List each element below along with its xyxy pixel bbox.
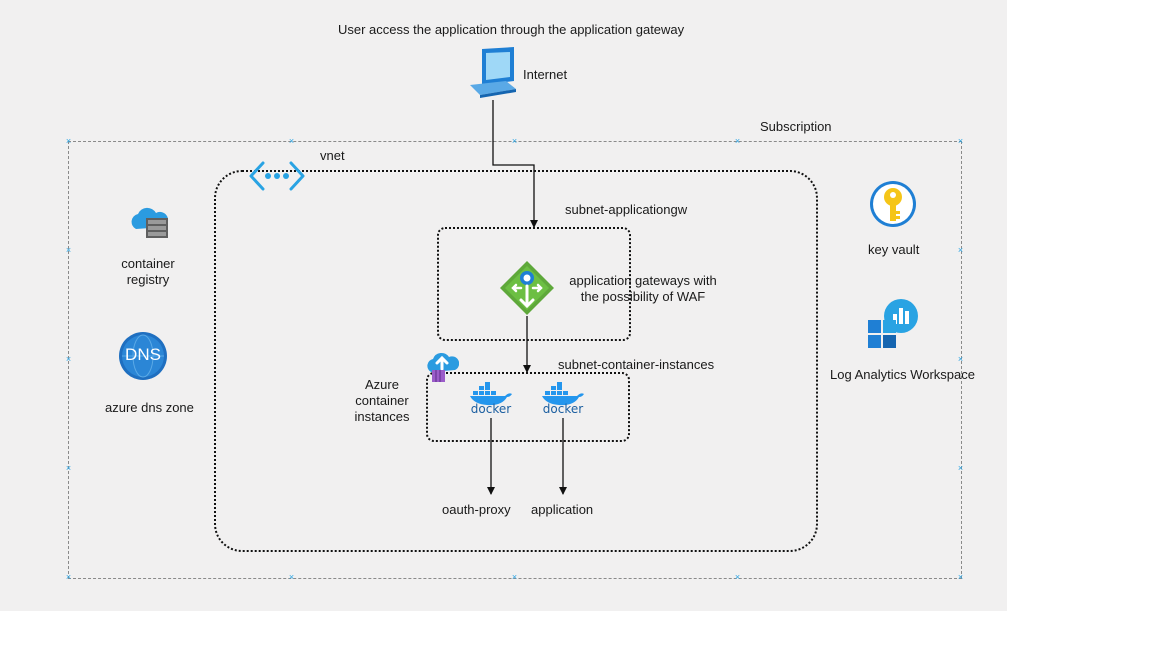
subnet-container-instances-label: subnet-container-instances: [558, 357, 715, 372]
key-vault-label: key vault: [868, 242, 920, 257]
selection-handle[interactable]: ×: [65, 463, 72, 473]
selection-handle[interactable]: ×: [288, 572, 295, 582]
vnet-icon: [249, 161, 305, 191]
vnet-boundary[interactable]: [214, 170, 818, 552]
selection-handle[interactable]: ×: [511, 136, 518, 146]
container-instances-icon[interactable]: [425, 350, 459, 384]
connectors: [487, 100, 567, 495]
selection-handle[interactable]: ×: [65, 245, 72, 255]
oauth-proxy-label: oauth-proxy: [442, 502, 511, 517]
subscription-boundary[interactable]: [68, 141, 962, 579]
docker-icon[interactable]: docker: [469, 382, 513, 418]
selection-handle[interactable]: ×: [734, 572, 741, 582]
selection-handle[interactable]: ×: [957, 245, 964, 255]
vnet-label: vnet: [320, 148, 345, 163]
selection-handle[interactable]: ×: [957, 136, 964, 146]
diagram-title: User access the application through the …: [338, 22, 685, 37]
selection-handle[interactable]: ×: [65, 572, 72, 582]
aci-label: Azure container instances: [354, 377, 410, 424]
diagram-canvas: User access the application through the …: [0, 0, 1007, 611]
selection-handle[interactable]: ×: [957, 354, 964, 364]
container-registry-icon[interactable]: [130, 205, 170, 241]
docker-label: docker: [542, 402, 584, 416]
selection-handle[interactable]: ×: [288, 136, 295, 146]
subnet-applicationgw-boundary[interactable]: [437, 227, 631, 341]
application-gateway-icon[interactable]: [499, 260, 555, 316]
selection-handle[interactable]: ×: [957, 572, 964, 582]
internet-label: Internet: [523, 67, 568, 82]
selection-handle[interactable]: ×: [65, 354, 72, 364]
selection-handle[interactable]: ×: [65, 136, 72, 146]
selection-handle[interactable]: ×: [957, 463, 964, 473]
subnet-applicationgw-label: subnet-applicationgw: [565, 202, 688, 217]
log-analytics-label: Log Analytics Workspace: [830, 367, 975, 382]
edge-internet-to-appgw: [492, 100, 538, 228]
selection-handle[interactable]: ×: [734, 136, 741, 146]
docker-icon[interactable]: docker: [541, 382, 585, 418]
key-vault-icon[interactable]: [869, 180, 917, 228]
laptop-icon[interactable]: [468, 45, 518, 99]
subnet-container-instances-boundary[interactable]: [426, 372, 630, 442]
dns-zone-label: azure dns zone: [105, 400, 194, 415]
dns-zone-icon[interactable]: DNS: [118, 331, 168, 381]
subscription-label: Subscription: [760, 119, 832, 134]
appgw-label: application gateways with the possibilit…: [569, 273, 717, 304]
application-label: application: [531, 502, 594, 517]
log-analytics-icon[interactable]: [866, 298, 920, 350]
selection-handle[interactable]: ×: [511, 572, 518, 582]
dns-badge: DNS: [125, 345, 161, 364]
docker-label: docker: [470, 402, 512, 416]
container-registry-label: container registry: [121, 256, 175, 287]
